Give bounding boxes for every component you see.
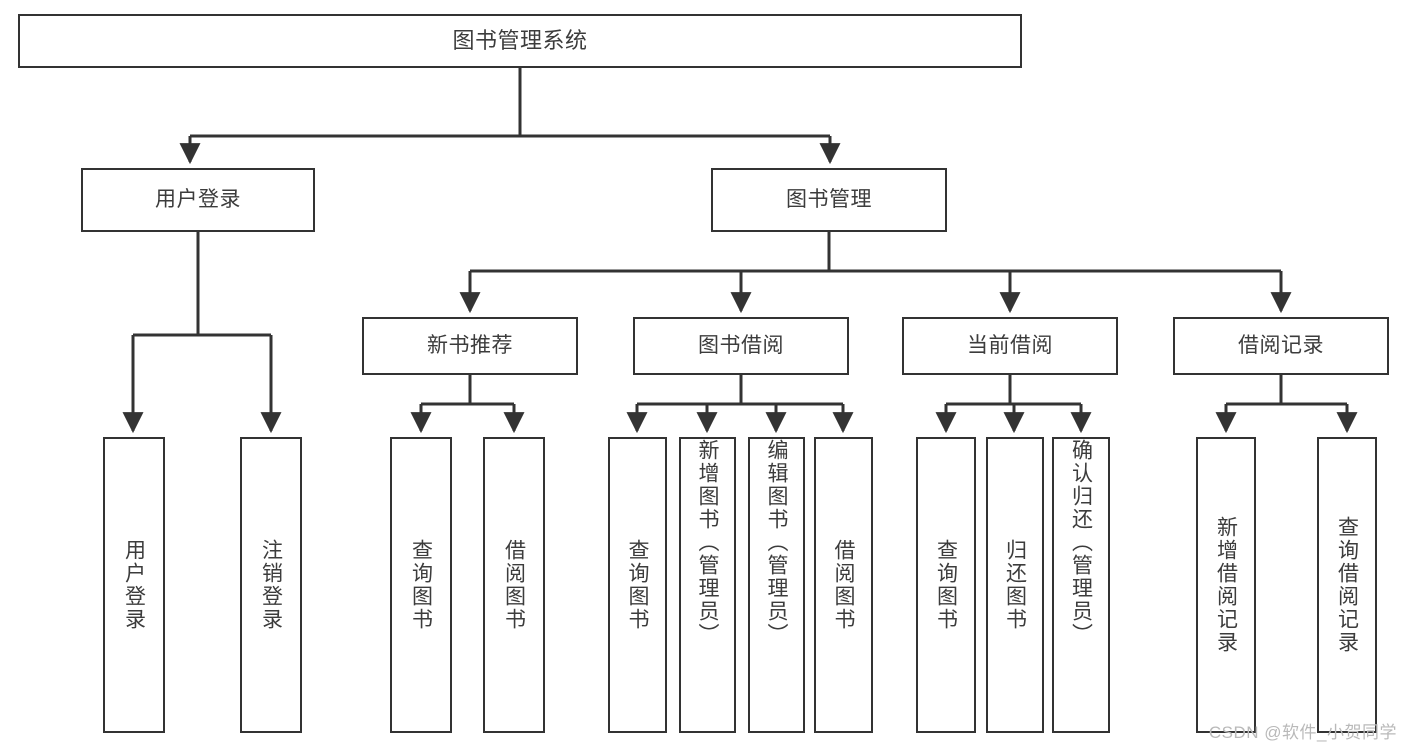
- node-label: 用户登录: [122, 539, 146, 631]
- node-label: 归还图书: [1003, 539, 1027, 631]
- leaf-borrow-book-newbook[interactable]: 借阅图书: [483, 437, 545, 733]
- node-borrow-records[interactable]: 借阅记录: [1173, 317, 1389, 375]
- leaf-query-book-newbook[interactable]: 查询图书: [390, 437, 452, 733]
- node-label: 借阅记录: [1238, 333, 1324, 357]
- node-label: 图书管理系统: [452, 28, 588, 54]
- leaf-return-book[interactable]: 归还图书: [986, 437, 1044, 733]
- node-label: 当前借阅: [967, 333, 1053, 357]
- node-label: 新增图书（管理员）: [696, 439, 720, 646]
- node-label: 查询图书: [626, 539, 650, 631]
- leaf-query-book-borrow[interactable]: 查询图书: [608, 437, 667, 733]
- node-label: 用户登录: [155, 187, 241, 211]
- node-label: 新增借阅记录: [1214, 516, 1238, 654]
- leaf-confirm-return-admin[interactable]: 确认归还（管理员）: [1052, 437, 1110, 733]
- node-label: 新书推荐: [427, 333, 513, 357]
- leaf-lend-book[interactable]: 借阅图书: [814, 437, 873, 733]
- watermark: CSDN @软件_小贺同学: [1208, 723, 1397, 742]
- node-new-book-recommend[interactable]: 新书推荐: [362, 317, 578, 375]
- node-label: 查询图书: [934, 539, 958, 631]
- leaf-user-login[interactable]: 用户登录: [103, 437, 165, 733]
- node-current-borrow[interactable]: 当前借阅: [902, 317, 1118, 375]
- node-user-login[interactable]: 用户登录: [81, 168, 315, 232]
- node-root-book-management-system[interactable]: 图书管理系统: [18, 14, 1022, 68]
- node-book-management[interactable]: 图书管理: [711, 168, 947, 232]
- leaf-add-book-admin[interactable]: 新增图书（管理员）: [679, 437, 736, 733]
- leaf-logout[interactable]: 注销登录: [240, 437, 302, 733]
- leaf-edit-book-admin[interactable]: 编辑图书（管理员）: [748, 437, 805, 733]
- node-label: 图书管理: [786, 187, 872, 211]
- node-label: 确认归还（管理员）: [1069, 439, 1093, 646]
- leaf-add-borrow-record[interactable]: 新增借阅记录: [1196, 437, 1256, 733]
- node-label: 查询借阅记录: [1335, 516, 1359, 654]
- node-book-borrow[interactable]: 图书借阅: [633, 317, 849, 375]
- node-label: 图书借阅: [698, 333, 784, 357]
- node-label: 借阅图书: [502, 539, 526, 631]
- node-label: 查询图书: [409, 539, 433, 631]
- leaf-query-borrow-record[interactable]: 查询借阅记录: [1317, 437, 1377, 733]
- node-label: 注销登录: [259, 539, 283, 631]
- leaf-query-book-current[interactable]: 查询图书: [916, 437, 976, 733]
- node-label: 借阅图书: [832, 539, 856, 631]
- node-label: 编辑图书（管理员）: [765, 439, 789, 646]
